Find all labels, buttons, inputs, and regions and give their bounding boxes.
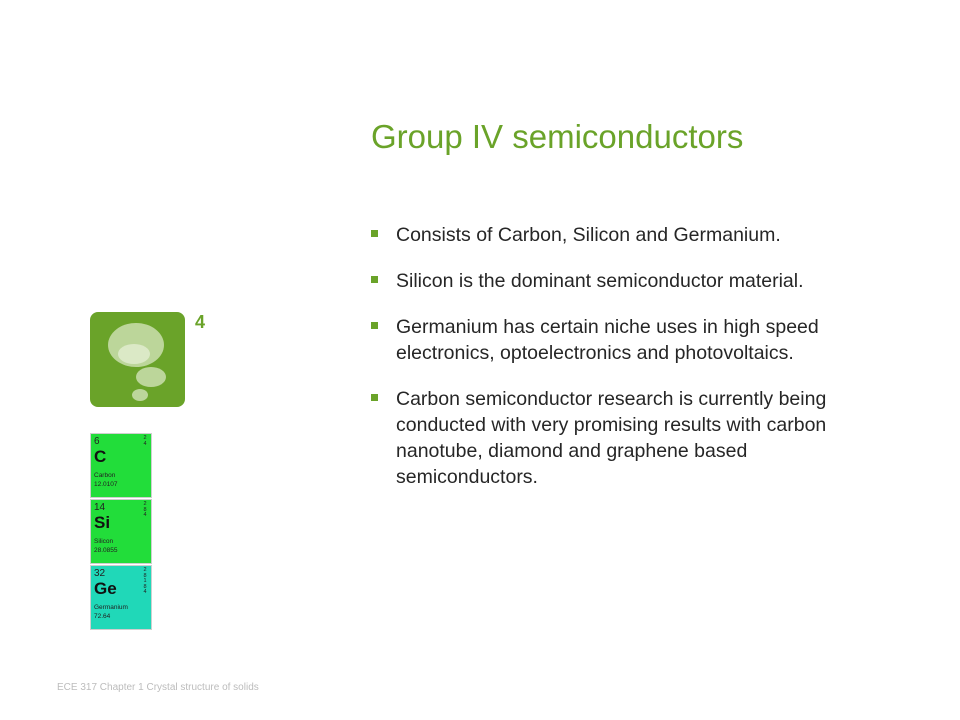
bullet-item: Germanium has certain niche uses in high… [371,314,871,366]
bullet-item: Carbon semiconductor research is current… [371,386,871,490]
square-bullet-icon [371,394,378,401]
square-bullet-icon [371,276,378,283]
footer-text: ECE 317 Chapter 1 Crystal structure of s… [57,682,259,693]
element-name: Silicon [94,538,114,545]
element-name: Carbon [94,472,116,479]
slide-title: Group IV semiconductors [371,118,744,155]
bullet-list: Consists of Carbon, Silicon and Germaniu… [371,222,871,510]
bullet-text: Germanium has certain niche uses in high… [396,316,819,364]
square-bullet-icon [371,230,378,237]
square-bullet-icon [371,322,378,329]
element-symbol: Ge [94,579,117,598]
bullet-item: Silicon is the dominant semiconductor ma… [371,268,871,294]
element-mass: 12.0107 [94,481,118,488]
element-mass: 28.0855 [94,547,118,554]
element-mass: 72.64 [94,613,111,620]
element-symbol: Si [94,513,111,532]
element-name: Germanium [94,604,128,611]
element-number: 6 [94,436,100,447]
element-number: 32 [94,568,106,579]
bullet-text: Consists of Carbon, Silicon and Germaniu… [396,224,781,246]
bullet-item: Consists of Carbon, Silicon and Germaniu… [371,222,871,248]
element-symbol: C [94,447,107,466]
thought-bubble-icon [90,312,185,407]
slide-number: 4 [195,312,206,332]
bullet-text: Silicon is the dominant semiconductor ma… [396,270,804,292]
bullet-text: Carbon semiconductor research is current… [396,388,827,488]
element-number: 14 [94,502,106,513]
